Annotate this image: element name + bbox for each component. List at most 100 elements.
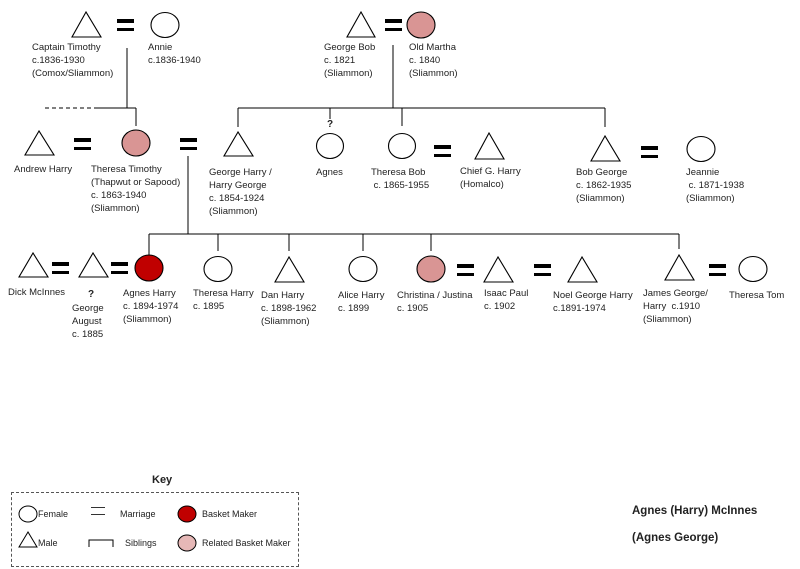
person-label-agnes-harry: Agnes Harry c. 1894-1974 (Sliammon): [123, 287, 178, 326]
key-marriage-symbol: [91, 507, 105, 515]
key-label-marriage: Marriage: [120, 509, 156, 519]
marriage-sign: [457, 264, 474, 276]
male-symbol-chief-g-harry: [474, 131, 505, 160]
marriage-sign: [434, 145, 451, 157]
female-symbol-theresa-harry: [203, 255, 233, 283]
person-detail: (Sliammon): [261, 316, 310, 327]
person-label-chief-g-harry: Chief G. Harry (Homalco): [460, 165, 521, 191]
male-symbol-noel-george-harry: [567, 255, 598, 283]
key-label-female: Female: [38, 509, 69, 519]
person-name: Bob George: [576, 167, 628, 178]
person-name: Chief G. Harry: [460, 166, 521, 177]
marriage-sign: [180, 138, 197, 150]
female-symbol-agnes: [315, 132, 345, 160]
person-detail: (Sliammon): [91, 203, 140, 214]
person-name: Isaac Paul: [484, 288, 529, 299]
person-name: James George/: [643, 288, 708, 299]
person-label-christina: Christina / Justina c. 1905: [397, 289, 473, 315]
key-title: Key: [152, 474, 173, 486]
person-detail: August: [72, 316, 102, 327]
person-detail: c. 1894-1974: [123, 301, 179, 312]
person-detail: (Sliammon): [643, 314, 692, 325]
key-male-symbol: [18, 531, 38, 548]
person-name: Theresa Bob: [371, 167, 426, 178]
person-detail: c. 1905: [397, 303, 429, 314]
male-symbol-george-bob: [346, 10, 376, 38]
male-symbol-george-august: [78, 251, 109, 278]
female-symbol-theresa-tom: [738, 255, 768, 283]
person-name: Captain Timothy: [32, 42, 101, 53]
key-legend-box: [11, 492, 299, 567]
person-name: George Harry /: [209, 167, 272, 178]
marriage-sign: [709, 264, 726, 276]
person-detail: c. 1862-1935: [576, 180, 632, 191]
person-detail: (Sliammon): [123, 314, 172, 325]
person-detail: c. 1871-1938: [686, 180, 745, 191]
person-label-jeannie: Jeannie c. 1871-1938(Sliammon): [686, 166, 744, 205]
female-symbol-theresa-timothy: [121, 129, 151, 157]
female-symbol-old-martha: [406, 11, 436, 39]
female-symbol-annie: [150, 11, 180, 39]
person-name: Alice Harry: [338, 290, 385, 301]
person-name: Theresa Tom: [729, 290, 785, 301]
key-related-basket-maker-symbol: [177, 534, 197, 552]
female-symbol-christina: [416, 255, 446, 283]
person-detail: (Homalco): [460, 179, 504, 190]
person-detail: (Sliammon): [686, 193, 735, 204]
person-detail: (Sliammon): [409, 68, 458, 79]
uncertain-marker-agnes: ?: [327, 119, 334, 130]
person-name: Noel George Harry: [553, 290, 633, 301]
female-symbol-agnes-harry: [134, 254, 164, 282]
person-detail: c. 1854-1924: [209, 193, 265, 204]
marriage-sign: [385, 19, 402, 31]
male-symbol-andrew-harry: [24, 129, 55, 156]
uncertain-marker-george-august: ?: [88, 289, 95, 300]
person-name: Andrew Harry: [14, 164, 73, 175]
key-basket-maker-symbol: [177, 505, 197, 523]
female-symbol-theresa-bob: [387, 132, 417, 160]
key-female-symbol: [18, 505, 38, 523]
person-detail: c.1836-1930: [32, 55, 85, 66]
person-detail: c.1891-1974: [553, 303, 606, 314]
person-label-dick-mcinnes: Dick McInnes: [8, 286, 65, 299]
person-name: Theresa Timothy: [91, 164, 162, 175]
male-symbol-isaac-paul: [483, 255, 514, 283]
person-name: Dick McInnes: [8, 287, 66, 298]
marriage-sign: [52, 262, 69, 274]
person-detail: c.1836-1940: [148, 55, 201, 66]
male-symbol-george-harry: [223, 130, 254, 157]
person-detail: (Thapwut or Sapood): [91, 177, 181, 188]
key-siblings-symbol: [88, 539, 114, 547]
person-label-james-george: James George/Harry c.1910 (Sliammon): [643, 287, 708, 326]
person-detail: c. 1902: [484, 301, 516, 312]
female-symbol-alice-harry: [348, 255, 378, 283]
person-label-andrew-harry: Andrew Harry: [14, 163, 72, 176]
person-name: Christina / Justina: [397, 290, 473, 301]
person-detail: c. 1863-1940: [91, 190, 147, 201]
person-name: Agnes Harry: [123, 288, 176, 299]
male-symbol-bob-george: [590, 134, 621, 162]
male-symbol-james-george: [664, 253, 695, 281]
person-name: George: [72, 303, 104, 314]
person-detail: Harry George: [209, 180, 267, 191]
person-name: Agnes: [316, 167, 343, 178]
diagram-title: Agnes (Harry) McInnes: [632, 505, 758, 517]
diagram-subtitle: (Agnes George): [632, 532, 719, 544]
person-detail: c. 1840: [409, 55, 441, 66]
person-detail: Harry c.1910: [643, 301, 701, 312]
person-label-isaac-paul: Isaac Paul c. 1902: [484, 287, 528, 313]
person-name: George Bob: [324, 42, 376, 53]
key-label-related-basket-maker: Related Basket Maker: [202, 538, 291, 548]
key-label-basket-maker: Basket Maker: [202, 509, 258, 519]
person-detail: c. 1895: [193, 301, 225, 312]
person-detail: (Sliammon): [209, 206, 258, 217]
